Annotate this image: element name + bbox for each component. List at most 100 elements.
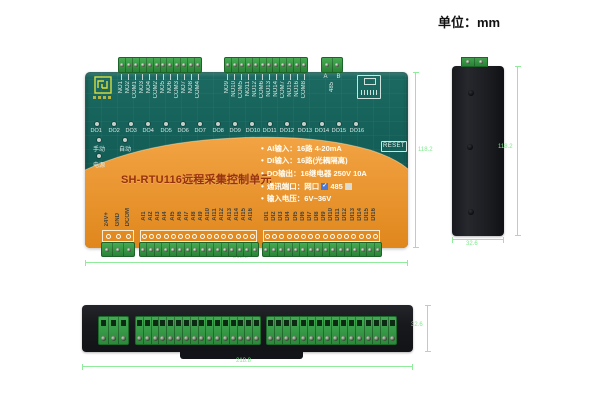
relay-symbol-icon (227, 74, 228, 80)
terminal-hole-icon (254, 320, 260, 326)
screw-icon (302, 63, 307, 67)
terminal-cell (109, 317, 119, 344)
terminal-hole-icon (349, 320, 355, 326)
terminal-cell (246, 58, 253, 72)
screw-icon (264, 247, 269, 252)
relay-pin-column: NO1 (118, 74, 125, 98)
bottom-depth-dimension-line (425, 305, 431, 352)
side-height-dimension-line (515, 66, 521, 236)
screw-icon (121, 336, 126, 341)
bottom-width-dimension: 218.8 (236, 358, 252, 364)
terminal-cell (136, 317, 144, 344)
screw-icon (246, 336, 252, 341)
terminal-hole-icon (336, 233, 342, 239)
pin-label: AI16 (247, 208, 254, 221)
pin-label: AI15 (240, 208, 247, 221)
screw-icon (292, 336, 298, 341)
terminal-hole-icon (215, 320, 221, 326)
pin-label: NO9 (224, 81, 230, 94)
pin-label: 24V+ (104, 212, 110, 227)
screw-icon (316, 336, 322, 341)
screw-icon (232, 63, 237, 67)
terminal-hole-icon (351, 233, 357, 239)
led-indicator-icon (215, 122, 220, 126)
relay-pin-column: NO2 (125, 74, 132, 98)
auto-label: 自动 (119, 147, 132, 153)
side-view-terminal-block (461, 57, 488, 67)
screw-icon (105, 247, 109, 252)
screw-icon (368, 247, 373, 252)
led-label: DO11 (262, 128, 277, 134)
screw-icon (126, 63, 131, 67)
terminal-cell (278, 243, 286, 256)
screw-icon (163, 247, 168, 252)
front-height-dimension: 118.2 (418, 147, 433, 153)
terminal-hole-icon (213, 233, 219, 239)
terminal-cell (174, 58, 182, 72)
terminal-hole-icon (265, 233, 271, 239)
relay-symbol-icon (170, 74, 171, 80)
screw-icon (254, 336, 260, 341)
screw-icon (156, 247, 161, 252)
terminal-cell (337, 243, 345, 256)
relay-symbol-icon (198, 74, 199, 80)
di-terminal-block (262, 242, 382, 257)
rs485-ab-labels: A B (323, 74, 340, 80)
led-indicator-icon (198, 122, 203, 126)
pin-label: NO8 (188, 81, 194, 94)
pin-label: DI4 (285, 211, 292, 221)
terminal-hole-icon (105, 233, 111, 239)
screw-icon (191, 336, 197, 341)
bottom-width-dimension-line (82, 364, 413, 370)
auto-led: 自动 (119, 138, 131, 153)
led-label: DO9 (229, 128, 241, 134)
terminal-cell (167, 317, 176, 344)
power-terminal-holes (102, 230, 134, 242)
terminal-cell (356, 317, 365, 344)
terminal-cell (230, 317, 238, 344)
led-label: DO14 (314, 128, 329, 134)
pin-label-a: A (323, 74, 328, 80)
relay-symbol-icon (297, 74, 298, 80)
terminal-cell (345, 243, 353, 256)
terminal-hole-icon (160, 320, 166, 326)
screw-icon (182, 63, 187, 67)
brand-logo-icon (94, 76, 112, 94)
relay-pin-column: NO16 (294, 74, 301, 98)
terminal-hole-icon (125, 233, 131, 239)
screw-icon (245, 247, 250, 252)
terminal-hole-icon (293, 233, 299, 239)
screw-icon (208, 247, 213, 252)
terminal-hole-icon (315, 233, 321, 239)
relay-pin-column: NO12 (252, 74, 259, 98)
screw-icon (141, 247, 146, 252)
screw-icon (189, 63, 194, 67)
relay-pin-column: NO15 (287, 74, 294, 98)
pin-label: AI8 (190, 211, 197, 221)
terminal-cell (214, 317, 222, 344)
pin-label: NO12 (252, 81, 258, 97)
screw-icon (215, 247, 220, 252)
terminal-hole-icon (308, 320, 314, 326)
screw-icon (365, 336, 371, 341)
side-height-dimension: 118.2 (498, 144, 513, 150)
screw-icon (252, 247, 257, 252)
screw-icon (111, 336, 116, 341)
terminal-cell (267, 317, 276, 344)
relay-pin-column: NO11 (245, 74, 252, 98)
terminal-cell (162, 243, 170, 256)
pin-label: COM6 (259, 81, 265, 99)
terminal-cell (287, 58, 295, 72)
pin-label: NO7 (181, 81, 187, 94)
pin-label: DI6 (299, 211, 306, 221)
relay-pin-column: NO4 (146, 74, 153, 98)
terminal-cell (300, 243, 308, 256)
relay-symbol-icon (149, 74, 150, 80)
screw-icon (222, 336, 228, 341)
screw-icon (101, 336, 106, 341)
terminal-hole-icon (192, 233, 198, 239)
terminal-hole-icon (365, 320, 371, 326)
terminal-hole-icon (152, 320, 158, 326)
relay-pin-labels-1: NO1 NO2 COM1 NO3 NO4 COM2 NO5 NO (118, 74, 202, 98)
screw-icon (274, 63, 279, 67)
